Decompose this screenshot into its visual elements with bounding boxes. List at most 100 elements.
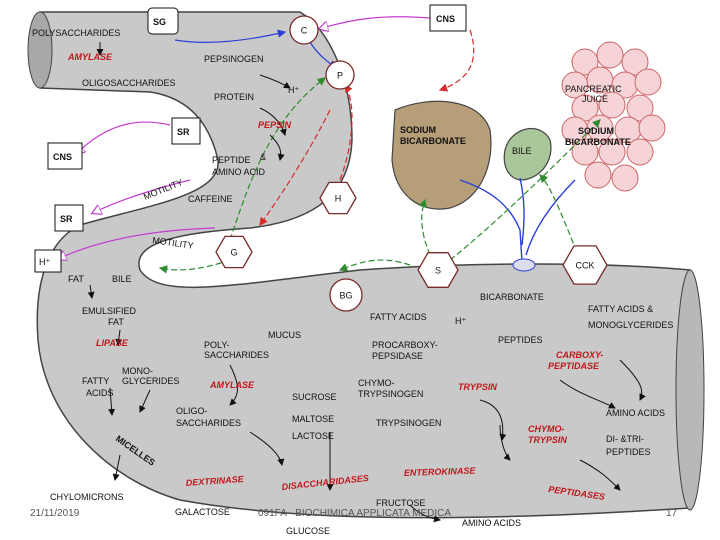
amylase-stomach-label: AMYLASE xyxy=(67,52,113,62)
h-plus-left-label: H⁺ xyxy=(39,257,50,267)
mucus-label: MUCUS xyxy=(268,330,301,340)
caffeine-label: CAFFEINE xyxy=(188,194,233,204)
c-node-shape xyxy=(289,15,319,45)
pancreas-acinus xyxy=(571,48,599,76)
amino-acids-intestine-label: AMINO ACIDS xyxy=(606,408,665,418)
s-node-shape xyxy=(417,252,459,288)
sucrose-label: SUCROSE xyxy=(292,392,337,402)
chymo-trypsinogen-label: TRYPSINOGEN xyxy=(358,389,423,399)
mono-label: MONO- xyxy=(122,366,153,376)
dextrinase-label: DEXTRINASE xyxy=(185,474,245,488)
monoglycerides-label: MONOGLYCERIDES xyxy=(588,320,673,330)
pancreas-acinus xyxy=(621,48,649,76)
sg-box xyxy=(147,7,179,35)
motility-lower-label: MOTILITY xyxy=(152,235,195,251)
s-node-label: S xyxy=(435,266,441,276)
hormone-s-to-stomach xyxy=(338,259,411,272)
bg-node-label: BG xyxy=(339,291,352,301)
polysaccharides-label: POLYSACCHARIDES xyxy=(32,28,120,38)
footer-date: 21/11/2019 xyxy=(30,508,80,519)
pepsidase-label: PEPSIDASE xyxy=(372,351,423,361)
footer-course: 091FA - BIOCHIMICA APPLICATA MEDICA xyxy=(258,508,452,519)
pancreas-acinus xyxy=(611,164,639,192)
di-tri-peptides-label: PEPTIDES xyxy=(606,447,651,457)
poly-label: POLY- xyxy=(204,340,230,350)
h-plus-box xyxy=(34,249,62,273)
trypsinogen-label: TRYPSINOGEN xyxy=(376,418,441,428)
motility-nerve-lower xyxy=(60,227,216,258)
c-node-label: C xyxy=(301,26,308,36)
pancreas-acinus xyxy=(598,91,626,119)
glycerides-label: GLYCERIDES xyxy=(122,376,179,386)
chymo-label: CHYMO- xyxy=(358,378,395,388)
juice-label: JUICE xyxy=(582,94,608,104)
motility-nerve-upper xyxy=(95,179,191,212)
peptides-label: PEPTIDES xyxy=(498,335,543,345)
h-plus-intestine-label: H⁺ xyxy=(455,316,466,326)
sr-box-1 xyxy=(171,117,201,145)
pancreas-acinus xyxy=(571,138,599,166)
sr-label-2: SR xyxy=(60,214,73,224)
liver-shape xyxy=(391,100,492,210)
pancreas-acinus xyxy=(634,68,662,96)
pancreas-cluster xyxy=(561,41,666,192)
cns-to-sr-nerve xyxy=(78,121,171,152)
poly-saccharides-label: SACCHARIDES xyxy=(204,350,269,360)
hormone-s-to-pancreas xyxy=(449,119,601,261)
h-plus-stomach-label: H⁺ xyxy=(288,85,299,95)
cck-node-shape xyxy=(562,245,608,285)
hormone-g-left xyxy=(158,259,231,274)
h-node-shape xyxy=(319,181,357,215)
chymotrypsin-trypsin-label: TRYPSIN xyxy=(528,435,567,445)
oligo-label: OLIGO- xyxy=(176,406,208,416)
lactose-label: LACTOSE xyxy=(292,431,334,441)
enterokinase-label: ENTEROKINASE xyxy=(404,465,477,478)
cck-node-label: CCK xyxy=(575,261,594,271)
pancreas-acinus xyxy=(638,114,666,142)
amylase-intestine-label: AMYLASE xyxy=(209,380,255,390)
amino-acid-label: AMINO ACID xyxy=(212,167,266,177)
galactose-label: GALACTOSE xyxy=(175,507,230,517)
fatty-mono-label: FATTY ACIDS & xyxy=(588,304,653,314)
lipase-label: LIPASE xyxy=(96,338,129,348)
bile-intestine-label: BILE xyxy=(112,274,132,284)
bile-organ-label: BILE xyxy=(512,146,532,156)
trypsin-label: TRYPSIN xyxy=(458,382,497,392)
procarboxy-label: PROCARBOXY- xyxy=(372,340,438,350)
hormone-g-to-p xyxy=(229,77,326,241)
sr-label-1: SR xyxy=(177,127,190,137)
fructose-label: FRUCTOSE xyxy=(376,498,425,508)
maltose-label: MALTOSE xyxy=(292,414,334,424)
peptide-amp: & xyxy=(260,152,266,162)
emulsified-label: EMULSIFIED xyxy=(82,306,137,316)
protein-label: PROTEIN xyxy=(214,92,254,102)
pancreas-acinus xyxy=(584,161,612,189)
cns-top-label: CNS xyxy=(436,14,455,24)
chylomicrons-label: CHYLOMICRONS xyxy=(50,492,124,502)
liver-sodium-label: SODIUM xyxy=(400,125,436,135)
glucose-label: GLUCOSE xyxy=(286,526,330,536)
pancreas-sodium-label: SODIUM xyxy=(578,126,614,136)
chymotrypsin-label: CHYMO- xyxy=(528,424,565,434)
inhibition-stomach xyxy=(259,109,331,226)
g-node-shape xyxy=(215,235,253,269)
amino-acids-product-label: AMINO ACIDS xyxy=(462,518,521,528)
emulsified-fat-label: FAT xyxy=(108,317,124,327)
peptide-label: PEPTIDE xyxy=(212,155,251,165)
pancreas-acinus xyxy=(596,41,624,69)
cns-to-c-nerve xyxy=(322,16,431,28)
oligo-saccharides-label: SACCHARIDES xyxy=(176,418,241,428)
pancreas-acinus xyxy=(626,138,654,166)
pepsin-label: PEPSIN xyxy=(258,120,292,130)
bg-node-shape xyxy=(329,278,363,312)
sg-to-c-signal xyxy=(174,29,287,44)
intestine-end xyxy=(675,269,705,511)
gallbladder-shape xyxy=(503,128,552,181)
inhibition-h-up xyxy=(339,84,353,181)
fat-label: FAT xyxy=(68,274,84,284)
bile-ducts xyxy=(459,177,576,263)
pepsinogen-label: PEPSINOGEN xyxy=(204,54,264,64)
oligosaccharides-label: OLIGOSACCHARIDES xyxy=(82,78,176,88)
